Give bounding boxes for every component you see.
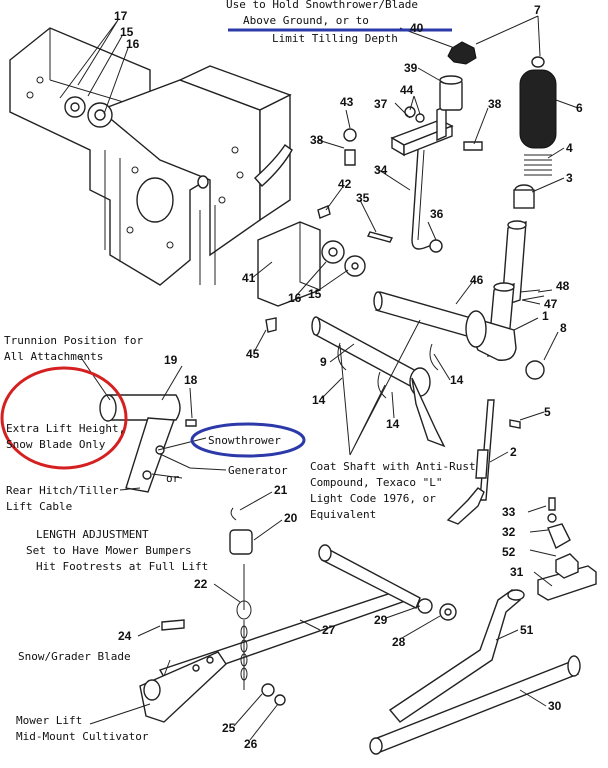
callout-27: 27 (322, 623, 336, 637)
callout-35: 35 (356, 191, 370, 205)
lift-rod-assembly (343, 41, 483, 253)
note-hold-line2: Above Ground, or to (243, 14, 369, 27)
callout-31: 31 (510, 565, 524, 579)
callout-26: 26 (244, 737, 258, 751)
note-hold-line1: Use to Hold Snowthrower/Blade (226, 0, 418, 11)
callout-14-left: 14 (312, 393, 326, 407)
callout-19: 19 (164, 353, 178, 367)
callout-39: 39 (404, 61, 418, 75)
callout-43: 43 (340, 95, 354, 109)
callout-14-mid: 14 (386, 417, 400, 431)
callout-51: 51 (520, 623, 534, 637)
callout-28: 28 (392, 635, 406, 649)
callout-38-right: 38 (488, 97, 502, 111)
callout-48: 48 (556, 279, 570, 293)
lift-lever-handle (473, 56, 557, 380)
note-coat-line1: Coat Shaft with Anti-Rust (310, 460, 476, 473)
note-generator: Generator (228, 464, 288, 477)
note-trunnion-line1: Trunnion Position for (4, 334, 143, 347)
callout-32: 32 (502, 525, 516, 539)
note-length-title: LENGTH ADJUSTMENT (36, 528, 149, 541)
note-extra-line1: Extra Lift Height, (6, 422, 125, 435)
callout-25: 25 (222, 721, 236, 735)
trunnion-arm (99, 394, 197, 493)
note-extra-line2: Snow Blade Only (6, 438, 106, 451)
callout-6: 6 (576, 101, 583, 115)
blue-ellipse-mark (190, 422, 306, 458)
callout-52: 52 (502, 545, 516, 559)
note-or: or (166, 472, 180, 485)
callout-41: 41 (242, 271, 256, 285)
callout-14-right: 14 (450, 373, 464, 387)
callout-33: 33 (502, 505, 516, 519)
cross-shafts (311, 291, 487, 448)
callout-8: 8 (560, 321, 567, 335)
callout-22: 22 (194, 577, 208, 591)
callout-46: 46 (470, 273, 484, 287)
note-rear-line1: Rear Hitch/Tiller (6, 484, 119, 497)
red-circle-mark (0, 366, 128, 470)
part-callouts: 17 15 16 40 7 39 43 44 37 38 6 38 4 34 3… (114, 3, 583, 751)
clamp-bracket (537, 497, 597, 601)
note-hold-line3: Limit Tilling Depth (272, 32, 398, 45)
mount-bracket (257, 205, 366, 333)
callout-18: 18 (184, 373, 198, 387)
note-coat-line2: Compound, Texaco "L" (310, 476, 442, 489)
callout-24: 24 (118, 629, 132, 643)
callout-1: 1 (542, 309, 549, 323)
notes-text: Use to Hold Snowthrower/Blade Above Grou… (4, 0, 476, 743)
note-length-line2: Hit Footrests at Full Lift (36, 560, 208, 573)
callout-40: 40 (410, 21, 424, 35)
callout-37: 37 (374, 97, 388, 111)
callout-3: 3 (566, 171, 573, 185)
note-coat-line3: Light Code 1976, or (310, 492, 436, 505)
callout-17: 17 (114, 9, 128, 23)
callout-16-top: 16 (126, 37, 140, 51)
note-trunnion-line2: All Attachments (4, 350, 103, 363)
note-rear-line2: Lift Cable (6, 500, 72, 513)
callout-21: 21 (274, 483, 288, 497)
callout-38-left: 38 (310, 133, 324, 147)
lift-tubes (369, 589, 581, 755)
callout-42: 42 (338, 177, 352, 191)
note-snowthrower: Snowthrower (208, 434, 281, 447)
note-coat-line4: Equivalent (310, 508, 376, 521)
callout-47: 47 (544, 297, 558, 311)
adjust-rod (446, 399, 521, 525)
callout-15-top: 15 (120, 25, 134, 39)
callout-4: 4 (566, 141, 573, 155)
callout-44: 44 (400, 83, 414, 97)
note-snow-grader: Snow/Grader Blade (18, 650, 131, 663)
note-length-line1: Set to Have Mower Bumpers (26, 544, 192, 557)
callout-36: 36 (430, 207, 444, 221)
frame-bracket (9, 27, 293, 286)
callout-15-mid: 15 (308, 287, 322, 301)
callout-20: 20 (284, 511, 298, 525)
callout-9: 9 (320, 355, 327, 369)
callout-7: 7 (534, 3, 541, 17)
note-mower-line1: Mower Lift (16, 714, 82, 727)
leader-lines (59, 15, 579, 741)
callout-45: 45 (246, 347, 260, 361)
callout-30: 30 (548, 699, 562, 713)
callout-34: 34 (374, 163, 388, 177)
note-mower-line2: Mid-Mount Cultivator (16, 730, 149, 743)
callout-5: 5 (544, 405, 551, 419)
callout-29: 29 (374, 613, 388, 627)
callout-16-mid: 16 (288, 291, 302, 305)
rockshaft-assembly (139, 507, 457, 723)
callout-2: 2 (510, 445, 517, 459)
